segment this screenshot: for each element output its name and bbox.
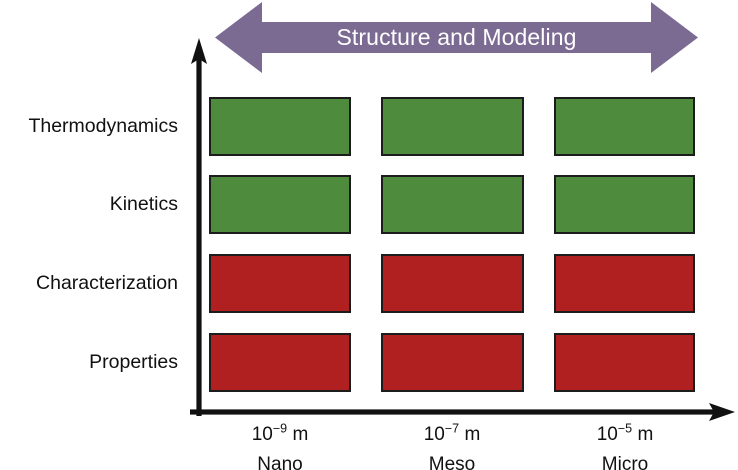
x-tick-exponent: −9	[272, 421, 288, 436]
row-label-text: Characterization	[36, 272, 178, 294]
x-tick-micro: 10−5 m Micro	[530, 421, 720, 470]
x-axis-arrowhead	[709, 403, 735, 421]
x-tick-exponent: −7	[444, 421, 460, 436]
structure-modeling-arrow-icon	[215, 2, 698, 73]
x-tick-exponent: −5	[617, 421, 633, 436]
x-tick-value-micro: 10−5 m	[530, 421, 720, 445]
matrix-cell-thermodynamics-nano[interactable]	[209, 97, 351, 156]
matrix-cell-thermodynamics-meso[interactable]	[381, 97, 524, 156]
matrix-cell-properties-nano[interactable]	[209, 333, 351, 392]
x-tick-unit: m	[637, 424, 654, 445]
matrix-cell-kinetics-meso[interactable]	[381, 175, 524, 234]
x-tick-name-nano: Nano	[257, 454, 303, 470]
x-tick-mantissa: 10	[251, 424, 273, 445]
y-axis-line	[196, 54, 202, 416]
x-tick-mantissa: 10	[596, 424, 618, 445]
x-tick-nano: 10−9 m Nano	[185, 421, 375, 470]
matrix-cell-kinetics-nano[interactable]	[209, 175, 351, 234]
row-label-properties: Properties	[0, 351, 178, 373]
matrix-cell-kinetics-micro[interactable]	[554, 175, 695, 234]
row-label-text: Kinetics	[109, 193, 178, 215]
matrix-cell-properties-micro[interactable]	[554, 333, 695, 392]
y-axis-arrowhead	[191, 38, 207, 64]
row-label-thermodynamics: Thermodynamics	[0, 115, 178, 137]
double-headed-arrow-shape	[215, 2, 698, 73]
x-tick-value-meso: 10−7 m	[357, 421, 547, 445]
matrix-cell-characterization-micro[interactable]	[554, 254, 695, 313]
row-label-characterization: Characterization	[0, 272, 178, 294]
x-tick-unit: m	[464, 424, 481, 445]
x-tick-meso: 10−7 m Meso	[357, 421, 547, 470]
x-axis	[190, 396, 735, 428]
row-label-text: Thermodynamics	[28, 115, 178, 137]
x-axis-line	[190, 409, 718, 415]
x-tick-name-micro: Micro	[601, 454, 649, 470]
x-tick-mantissa: 10	[423, 424, 445, 445]
row-label-kinetics: Kinetics	[0, 193, 178, 215]
x-tick-name-meso: Meso	[428, 454, 476, 470]
matrix-cell-thermodynamics-micro[interactable]	[554, 97, 695, 156]
matrix-cell-characterization-nano[interactable]	[209, 254, 351, 313]
matrix-cell-characterization-meso[interactable]	[381, 254, 524, 313]
matrix-cell-properties-meso[interactable]	[381, 333, 524, 392]
x-tick-unit: m	[292, 424, 309, 445]
x-tick-value-nano: 10−9 m	[185, 421, 375, 445]
y-axis	[190, 38, 208, 416]
row-label-text: Properties	[89, 351, 178, 373]
